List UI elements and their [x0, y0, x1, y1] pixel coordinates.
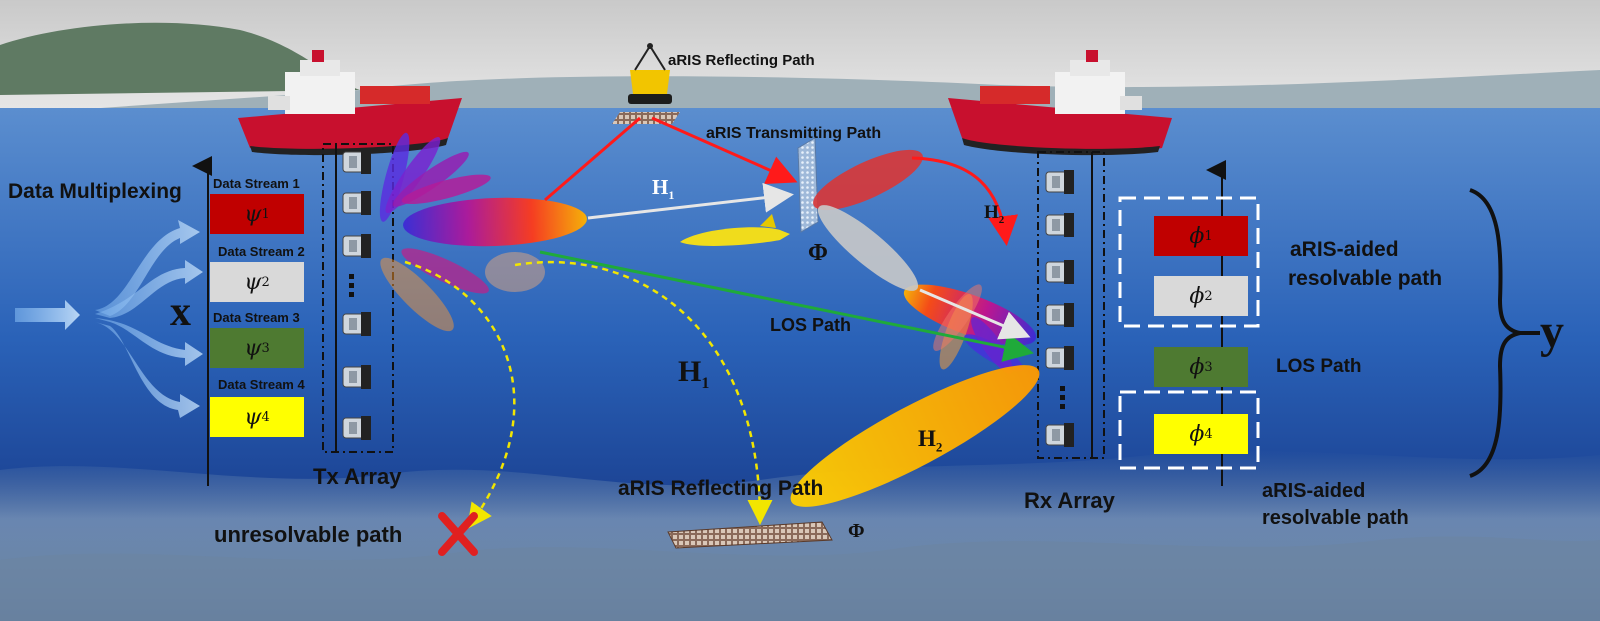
h2-bottom-label: H2	[918, 426, 942, 456]
stream-3-symbol: ψ	[244, 335, 262, 361]
tx-antenna-icon	[342, 191, 371, 215]
rx-antenna-icon	[1045, 423, 1074, 447]
auv-vehicle	[680, 214, 790, 246]
arrow-los	[539, 250, 1034, 362]
tx-antenna-icon	[342, 365, 371, 389]
distant-hills	[0, 22, 360, 95]
h2-top-letter: H	[984, 202, 999, 223]
rx-antenna-icon	[1045, 303, 1074, 327]
aris-transmit-lobe-grey	[817, 205, 919, 291]
rx-stream-4-symbol: ϕ	[1189, 421, 1205, 447]
h2-bottom-sub: 2	[935, 439, 943, 455]
h2-bottom-letter: H	[918, 426, 936, 451]
tx-beam-pattern	[379, 132, 587, 332]
data-multiplexing-label: Data Multiplexing	[8, 180, 182, 203]
stream-2-label: Data Stream 2	[218, 244, 305, 259]
h1-top-letter: H	[652, 175, 669, 199]
rx-stream-1-sub: 1	[1204, 228, 1213, 244]
rx-stream-3-symbol: ϕ	[1189, 354, 1205, 380]
stream-1-sub: 1	[261, 206, 270, 222]
y-symbol: y	[1540, 305, 1564, 358]
buoy	[612, 43, 680, 124]
stream-3-label: Data Stream 3	[213, 310, 300, 325]
tx-array-label: Tx Array	[313, 464, 402, 489]
tx-antenna-icon	[342, 234, 371, 258]
rx-antenna-icon	[1045, 346, 1074, 370]
h2-top-sub: 2	[998, 213, 1005, 226]
arrow-grey-to-rx	[919, 288, 1031, 340]
stream-4-sub: 4	[261, 409, 270, 425]
rx-stream-1-symbol: ϕ	[1189, 223, 1205, 249]
unresolvable-path-label: unresolvable path	[214, 522, 403, 547]
arrow-unresolvable	[404, 260, 516, 530]
aris-transmitting-label: aRIS Transmitting Path	[706, 125, 882, 142]
tx-antenna-icon	[342, 312, 371, 336]
rx-antenna-icon	[1045, 170, 1074, 194]
rx-stream-4-sub: 4	[1204, 426, 1213, 442]
transmitting-aris-panel	[797, 137, 819, 233]
stream-2-symbol: ψ	[244, 269, 262, 295]
seabed-ridges	[0, 536, 1600, 621]
stream-1-label: Data Stream 1	[213, 176, 300, 191]
tx-ellipsis	[349, 274, 354, 297]
arrow-buoy-to-panel	[651, 116, 798, 184]
rx-array-label: Rx Array	[1024, 488, 1115, 513]
los-path-center-label: LOS Path	[770, 315, 852, 335]
aris-aided-bottom-line2: resolvable path	[1262, 507, 1409, 529]
rx-stream-2-symbol: ϕ	[1189, 283, 1205, 309]
h1-mid-sub: 1	[701, 375, 710, 392]
stream-4-symbol: ψ	[244, 404, 262, 430]
aris-reflecting-top-label: aRIS Reflecting Path	[668, 52, 815, 69]
arrow-tx-to-buoy	[544, 116, 641, 202]
stream-2-sub: 2	[261, 274, 270, 290]
rx-group-bottom-box	[1118, 390, 1260, 470]
tx-antenna-icon	[342, 416, 371, 440]
stream-3-sub: 3	[261, 340, 270, 356]
tx-array-box	[322, 143, 394, 453]
phi-bottom-label: Φ	[848, 520, 865, 542]
aris-transmit-lobe-red	[813, 149, 923, 211]
unresolvable-x-mark	[438, 512, 478, 556]
rx-antenna-icon	[1045, 260, 1074, 284]
arrow-h2-curve	[911, 156, 1019, 246]
tx-antenna-icon	[342, 150, 371, 174]
h2-seabed-beam	[790, 365, 1040, 507]
rx-group-top-box	[1118, 196, 1260, 328]
rx-antenna-icon	[1045, 213, 1074, 237]
rx-ellipsis	[1060, 386, 1065, 409]
h1-top-sub: 1	[668, 188, 675, 203]
seabed-aris-panel	[667, 521, 833, 549]
rx-antenna-group	[1045, 170, 1074, 447]
x-symbol: x	[170, 289, 191, 335]
arrow-h1-top	[587, 182, 794, 220]
h1-mid-label: H1	[678, 355, 709, 393]
los-path-right-label: LOS Path	[1276, 356, 1362, 377]
stream-4-label: Data Stream 4	[218, 377, 305, 392]
h1-mid-letter: H	[678, 355, 702, 388]
aris-aided-top-line2: resolvable path	[1288, 267, 1443, 290]
rx-stream-3-sub: 3	[1204, 359, 1213, 375]
rx-ship	[948, 50, 1172, 156]
phi-top-label: Φ	[808, 240, 828, 266]
aris-aided-top-line1: aRIS-aided	[1290, 238, 1399, 261]
tx-antenna-group	[342, 150, 371, 440]
aris-reflecting-bottom-label: aRIS Reflecting Path	[618, 477, 824, 500]
aris-aided-bottom-line1: aRIS-aided	[1262, 480, 1366, 502]
stream-1-symbol: ψ	[244, 201, 262, 227]
h1-top-label: H1	[652, 175, 674, 203]
multiplexing-arrows	[15, 220, 203, 418]
rx-stream-2-sub: 2	[1204, 288, 1213, 304]
rx-array-box	[1037, 151, 1105, 459]
h2-top-label: H2	[984, 202, 1004, 226]
